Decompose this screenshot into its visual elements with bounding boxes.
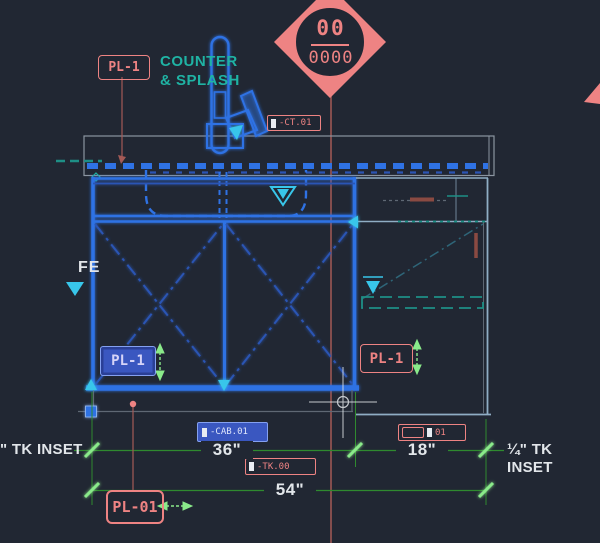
elevation-triangle-icon [366, 281, 380, 294]
countertop[interactable] [56, 135, 495, 182]
tag-drawer-label: 01 [435, 427, 446, 438]
stretch-arrows[interactable] [155, 338, 422, 511]
fe-marker-label[interactable]: FE [78, 259, 101, 276]
stretch-arrow-icon [412, 364, 422, 376]
dimension-ticks [83, 441, 495, 499]
empty-field-icon [402, 427, 424, 438]
grip-square-icon [85, 405, 97, 418]
stretch-arrow-icon [155, 342, 165, 354]
tag-countertop-label: -CT.01 [279, 118, 312, 128]
tag-toekick-label: -TK.00 [257, 461, 290, 472]
counter-splash-line1: COUNTER [160, 53, 238, 70]
stretch-arrow-icon [155, 370, 165, 382]
crosshair-cursor [309, 367, 377, 438]
elevation-markers[interactable] [66, 186, 383, 296]
tk-inset-left-label[interactable]: " TK INSET [0, 441, 83, 458]
tag-toekick[interactable]: -TK.00 [245, 458, 316, 475]
toe-kick[interactable] [78, 390, 353, 413]
grip-arrow-icon [218, 380, 230, 391]
leader-lines[interactable] [118, 77, 137, 490]
faucet[interactable] [206, 35, 269, 155]
leader-arrowhead-icon [118, 155, 126, 164]
dimension-18[interactable]: 18" [396, 441, 448, 459]
selection-grips[interactable] [85, 215, 358, 418]
elevation-triangle-icon [269, 186, 297, 207]
fe-triangle-icon [66, 282, 84, 296]
spout-triangle-icon [229, 125, 243, 140]
stretch-arrow-icon [412, 338, 422, 350]
counter-splash-note[interactable]: COUNTER & SPLASH [160, 52, 240, 90]
dimension-54[interactable]: 54" [264, 481, 316, 499]
elevation-triangle-icon [277, 189, 289, 199]
grip-arrow-left-icon [348, 215, 358, 229]
tag-pl01[interactable]: PL-01 [106, 490, 164, 524]
tag-pl1-top[interactable]: PL-1 [98, 55, 150, 80]
tk-inset-right-label[interactable]: ¼" TK INSET [507, 441, 553, 476]
material-chip-icon [249, 462, 254, 471]
tag-pl1-left-selected[interactable]: PL-1 [100, 346, 156, 376]
counter-splash-line2: & SPLASH [160, 72, 240, 89]
stretch-arrow-icon [182, 501, 194, 511]
section-marker-sheet[interactable]: 0000 [308, 48, 354, 68]
leader-dot-icon [129, 400, 137, 408]
section-marker-number[interactable]: 00 [316, 16, 346, 40]
material-chip-icon [427, 428, 432, 437]
material-chip-icon [202, 427, 207, 437]
tag-cabinet-selected[interactable]: -CAB.01 [197, 422, 268, 442]
tag-pl1-right[interactable]: PL-1 [360, 344, 413, 373]
right-cabinet[interactable] [356, 177, 491, 416]
tag-drawer[interactable]: 01 [398, 424, 466, 441]
material-chip-icon [271, 118, 276, 128]
tag-cabinet-label: -CAB.01 [210, 427, 248, 437]
dimension-36[interactable]: 36" [201, 441, 253, 459]
section-marker-bubble[interactable] [274, 0, 386, 98]
tag-countertop[interactable]: -CT.01 [267, 115, 321, 131]
grip-triangle-icon [85, 379, 97, 390]
corner-triangle-icon[interactable] [584, 83, 600, 104]
snap-marker-icon [91, 172, 101, 182]
